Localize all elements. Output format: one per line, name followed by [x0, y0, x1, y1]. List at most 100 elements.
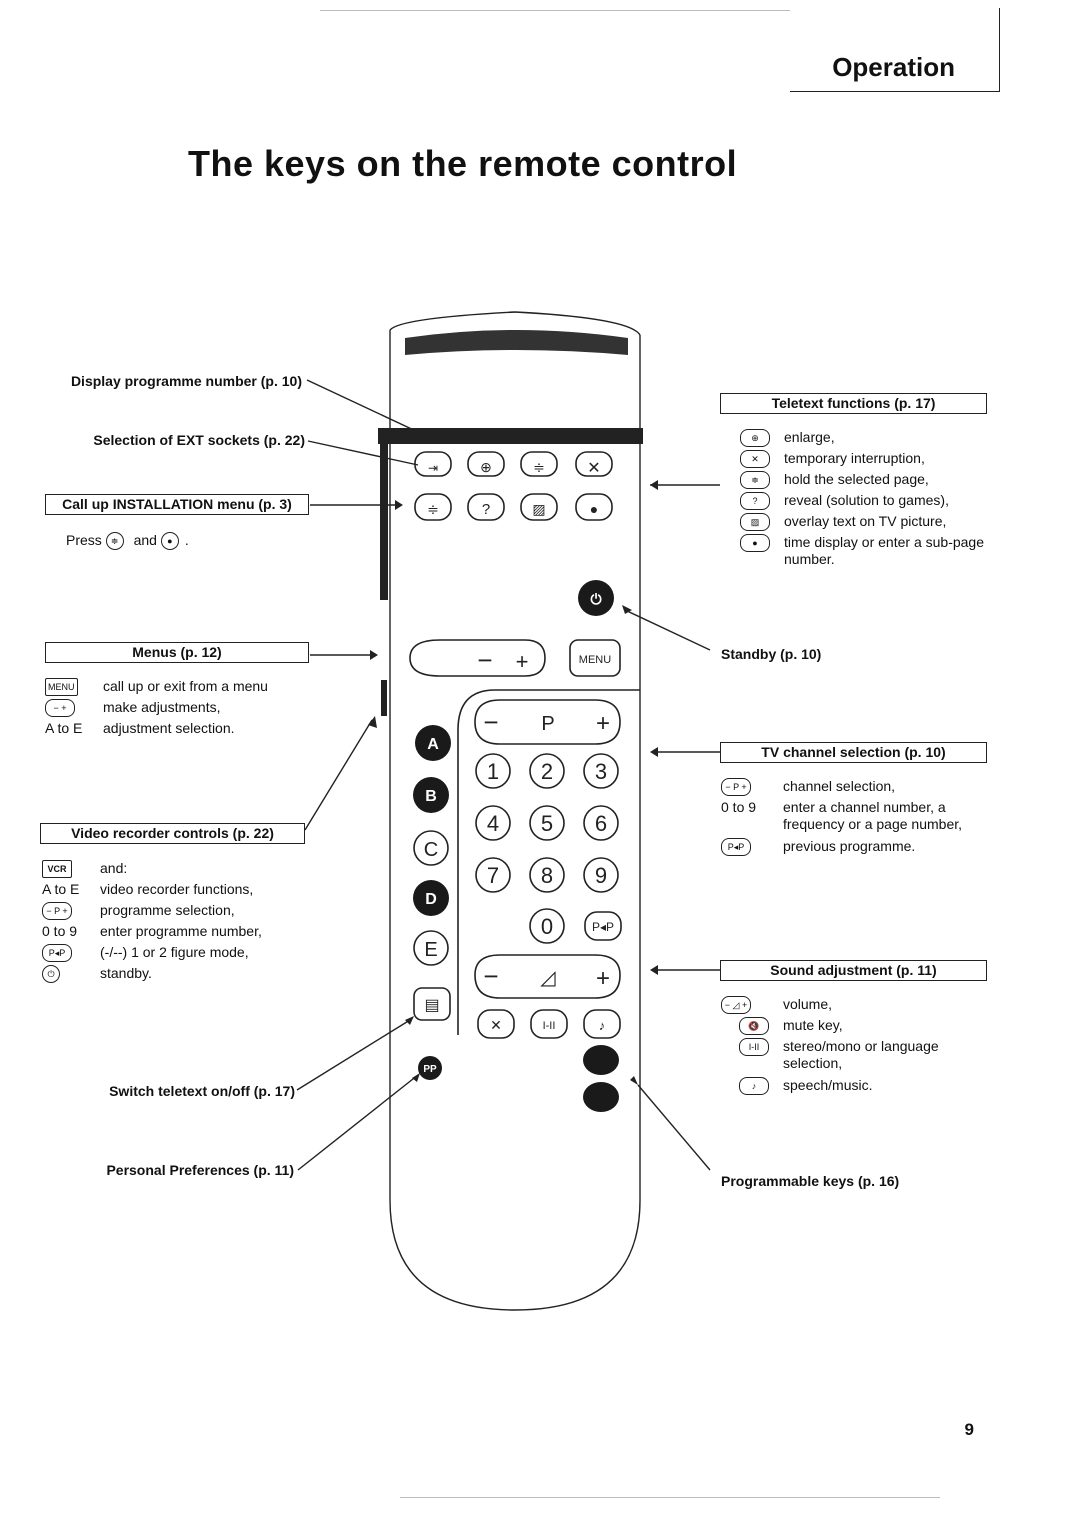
- digit-6-label: 6: [595, 811, 607, 836]
- menu-icon: MENU: [45, 678, 78, 697]
- section-rule: [790, 91, 1000, 92]
- pp-key-label: P◂P: [592, 920, 614, 934]
- enlarge-glyph: ⊕: [480, 459, 492, 475]
- hold-key: [520, 451, 558, 477]
- remote-left-band: [380, 440, 388, 600]
- digit-7: [475, 857, 511, 893]
- display-programme-label: Display programme number (p. 10): [70, 373, 302, 389]
- list-item-text: and:: [100, 860, 128, 876]
- list-item-text: video recorder functions,: [100, 881, 254, 897]
- digit-3-label: 3: [595, 759, 607, 784]
- digit-6: [583, 805, 619, 841]
- dual-key: [530, 1009, 568, 1039]
- list-item: − P + channel selection,: [721, 776, 983, 797]
- digit-0-label: 0: [541, 914, 553, 939]
- mute-key: [477, 1009, 515, 1039]
- digit-3: [583, 753, 619, 789]
- switch-teletext-label: Switch teletext on/off (p. 17): [109, 1083, 295, 1099]
- list-item-text: overlay text on TV picture,: [784, 513, 947, 529]
- overlay-icon: ▨: [740, 513, 770, 532]
- ext-sockets-label: Selection of EXT sockets (p. 22): [93, 432, 305, 448]
- vol-minus-glyph: −: [483, 961, 498, 991]
- personal-preferences-key: [418, 1056, 442, 1080]
- ext-key: [414, 451, 452, 477]
- list-item: 0 to 9 enter a channel number, a frequenc…: [721, 797, 983, 833]
- menu-key-label: MENU: [579, 654, 611, 666]
- pp-key: [584, 911, 622, 941]
- install-glyph: ≑: [427, 501, 439, 517]
- menu-adjust-key: [409, 639, 546, 677]
- programme-icon: − P +: [721, 778, 751, 797]
- list-item-text: channel selection,: [783, 778, 896, 794]
- list-item-text: temporary interruption,: [784, 450, 925, 466]
- letter-d-key: [413, 880, 449, 916]
- list-item: − P +programme selection,: [42, 900, 262, 921]
- list-item: ● time display or enter a sub-page number…: [740, 532, 990, 568]
- speech-icon: ♪: [739, 1077, 769, 1096]
- list-item-key: A to E: [45, 720, 83, 736]
- mute-glyph: ✕: [490, 1017, 502, 1033]
- list-item: ▨ overlay text on TV picture,: [740, 511, 990, 532]
- programme-key: [474, 699, 621, 745]
- cancel-glyph: ✕: [587, 460, 600, 477]
- personal-preferences-label: Personal Preferences (p. 11): [106, 1162, 294, 1178]
- leader-video: [304, 719, 373, 831]
- scan-line-top: [320, 10, 790, 11]
- section-vrule: [999, 8, 1000, 92]
- sound-box-title: Sound adjustment (p. 11): [720, 960, 987, 981]
- list-item-text: volume,: [783, 996, 833, 1012]
- install-box-title: Call up INSTALLATION menu (p. 3): [45, 494, 309, 515]
- list-item: ⊕enlarge,: [740, 427, 990, 448]
- list-item-text: enter a channel number, a frequency or a…: [783, 799, 963, 832]
- list-item-text: make adjustments,: [103, 699, 221, 715]
- list-item-text: standby.: [100, 965, 152, 981]
- prog-plus-glyph: +: [596, 710, 610, 737]
- standby-glyph: ⏻: [590, 591, 601, 607]
- reveal-key: [467, 493, 505, 521]
- leader-display: [306, 379, 419, 433]
- list-item-text: programme selection,: [100, 902, 235, 918]
- time-key-icon: ●: [160, 532, 179, 551]
- leader-prog: [637, 1084, 711, 1171]
- list-item-key: A to E: [42, 881, 80, 897]
- list-item-key: 0 to 9: [721, 799, 757, 815]
- list-item: P◂P(-/--) 1 or 2 figure mode,: [42, 942, 262, 963]
- section-title: Operation: [832, 52, 955, 82]
- standby-key: [578, 580, 614, 616]
- list-item-text: mute key,: [783, 1017, 843, 1033]
- volume-icon: − ◿ +: [721, 996, 751, 1015]
- programmable-key-2: [583, 1082, 619, 1112]
- digit-0: [529, 908, 565, 944]
- digit-4-label: 4: [487, 811, 499, 836]
- standby-label: Standby (p. 10): [721, 646, 822, 662]
- teletext-list: ⊕enlarge, ✕temporary interruption, ≑hold…: [740, 427, 990, 568]
- teletext-box-title: Teletext functions (p. 17): [720, 393, 987, 414]
- list-item: − + make adjustments,: [45, 697, 268, 718]
- hold-glyph: ≑: [533, 459, 545, 475]
- time-key: [575, 493, 613, 521]
- install-instruction: Press ≑ and ●.: [66, 530, 189, 551]
- time-icon: ●: [740, 534, 770, 553]
- list-item: 🔇mute key,: [721, 1015, 983, 1036]
- dual-key-label: I-II: [543, 1020, 556, 1032]
- vol-ramp-glyph: ◿: [540, 967, 556, 989]
- list-item: A to E video recorder functions,: [42, 879, 262, 900]
- leader-standby: [624, 609, 711, 651]
- leader-switch: [296, 1019, 411, 1091]
- digit-8-label: 8: [541, 863, 553, 888]
- vol-plus-glyph: +: [596, 965, 610, 992]
- page-number: 9: [964, 1420, 974, 1439]
- letter-b-key: [413, 777, 449, 813]
- volume-key: [474, 954, 621, 999]
- install-text-press: Press: [66, 532, 102, 548]
- teletext-switch-key: [413, 987, 451, 1021]
- adjust-icon: − +: [45, 699, 75, 718]
- list-item-text: time display or enter a sub-page number.: [784, 534, 984, 567]
- menu-key: [569, 639, 621, 677]
- programmable-keys-label: Programmable keys (p. 16): [721, 1173, 900, 1189]
